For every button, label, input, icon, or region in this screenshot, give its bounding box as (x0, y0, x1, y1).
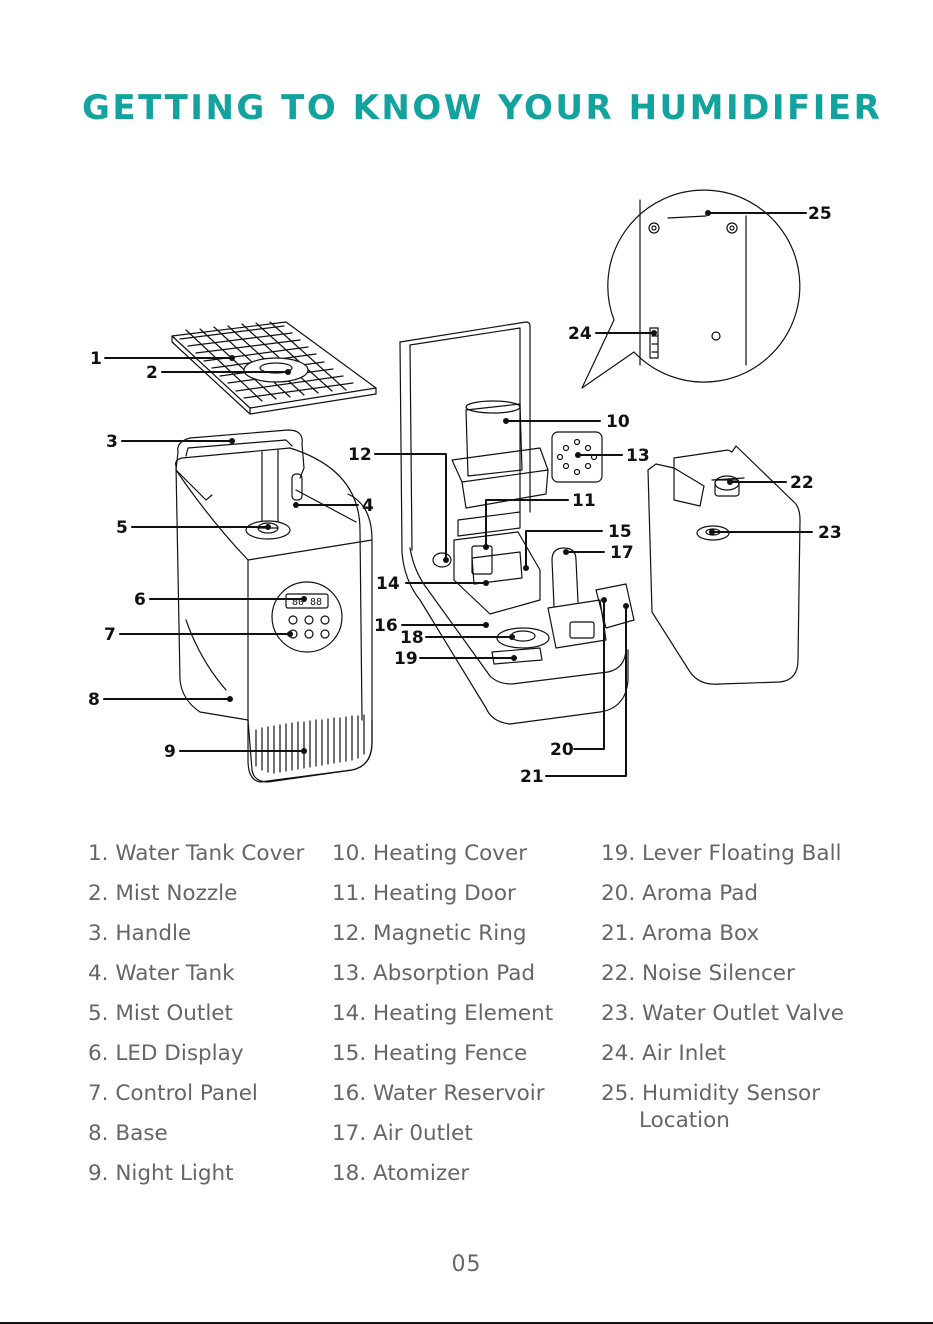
humidifier-exploded-diagram: 80 88 (88, 189, 842, 787)
callout-11: 11 (572, 491, 596, 511)
callout-8: 8 (88, 690, 100, 710)
callout-10: 10 (606, 412, 630, 432)
magnified-detail-drawing (581, 189, 801, 389)
part-item-line: Location (639, 1108, 730, 1133)
leader-lines (103, 212, 813, 777)
callout-17: 17 (610, 543, 634, 563)
callout-3: 3 (106, 432, 118, 452)
part-item: 3. Handle (88, 921, 192, 946)
callout-12: 12 (348, 445, 372, 465)
callout-23: 23 (818, 523, 842, 543)
part-item: 5. Mist Outlet (88, 1001, 233, 1026)
callout-14: 14 (376, 574, 400, 594)
callout-22: 22 (790, 473, 814, 493)
callout-9: 9 (164, 742, 176, 762)
leader-dots (227, 210, 733, 754)
part-item: 8. Base (88, 1121, 168, 1146)
page-number: 05 (451, 1252, 482, 1277)
part-item: 7. Control Panel (88, 1081, 258, 1106)
open-base-drawing (399, 321, 635, 725)
callout-24: 24 (568, 324, 592, 344)
part-item: 14. Heating Element (332, 1001, 554, 1026)
water-tank-drawing (647, 445, 801, 685)
callout-21: 21 (520, 767, 544, 787)
page-title: GETTING TO KNOW YOUR HUMIDIFIER (82, 88, 883, 128)
callout-20: 20 (550, 740, 574, 760)
water-tank-cover-drawing (171, 321, 377, 415)
part-item: 16. Water Reservoir (332, 1081, 545, 1106)
part-item: 23. Water Outlet Valve (601, 1001, 844, 1026)
part-item: 1. Water Tank Cover (88, 841, 305, 866)
callout-19: 19 (394, 649, 418, 669)
part-item: 9. Night Light (88, 1161, 234, 1186)
parts-list-column-1: 1. Water Tank Cover 2. Mist Nozzle 3. Ha… (88, 838, 304, 1198)
callout-1: 1 (90, 349, 102, 369)
part-item: 17. Air 0utlet (332, 1121, 473, 1146)
parts-list-column-2: 10. Heating Cover 11. Heating Door 12. M… (332, 838, 553, 1198)
callout-2: 2 (146, 363, 158, 383)
callout-25: 25 (808, 204, 832, 224)
part-item: 2. Mist Nozzle (88, 881, 238, 906)
part-item: 12. Magnetic Ring (332, 921, 527, 946)
part-item: 18. Atomizer (332, 1161, 470, 1186)
part-item: 13. Absorption Pad (332, 961, 536, 986)
part-item: 19. Lever Floating Ball (601, 841, 842, 866)
part-item-line: 25. Humidity Sensor (601, 1081, 821, 1106)
part-item: 4. Water Tank (88, 961, 235, 986)
part-item: 22. Noise Silencer (601, 961, 795, 986)
callout-4: 4 (362, 496, 374, 516)
part-item: 21. Aroma Box (601, 921, 760, 946)
part-item: 11. Heating Door (332, 881, 516, 906)
callout-5: 5 (116, 518, 128, 538)
part-item: 15. Heating Fence (332, 1041, 528, 1066)
part-item: 10. Heating Cover (332, 841, 528, 866)
humidifier-body-drawing: 80 88 (175, 429, 373, 783)
callout-6: 6 (134, 590, 146, 610)
callout-13: 13 (626, 446, 650, 466)
callout-7: 7 (104, 625, 116, 645)
bottom-rule (0, 1322, 933, 1324)
part-item: 24. Air Inlet (601, 1041, 726, 1066)
part-item: 6. LED Display (88, 1041, 244, 1066)
part-item: 25. Humidity Sensor Location (601, 1078, 901, 1134)
callout-16: 16 (374, 616, 398, 636)
callout-15: 15 (608, 522, 632, 542)
callout-18: 18 (400, 628, 424, 648)
part-item: 20. Aroma Pad (601, 881, 759, 906)
led-display-readout: 80 88 (292, 597, 322, 608)
parts-list-column-3: 19. Lever Floating Ball 20. Aroma Pad 21… (601, 838, 901, 1134)
